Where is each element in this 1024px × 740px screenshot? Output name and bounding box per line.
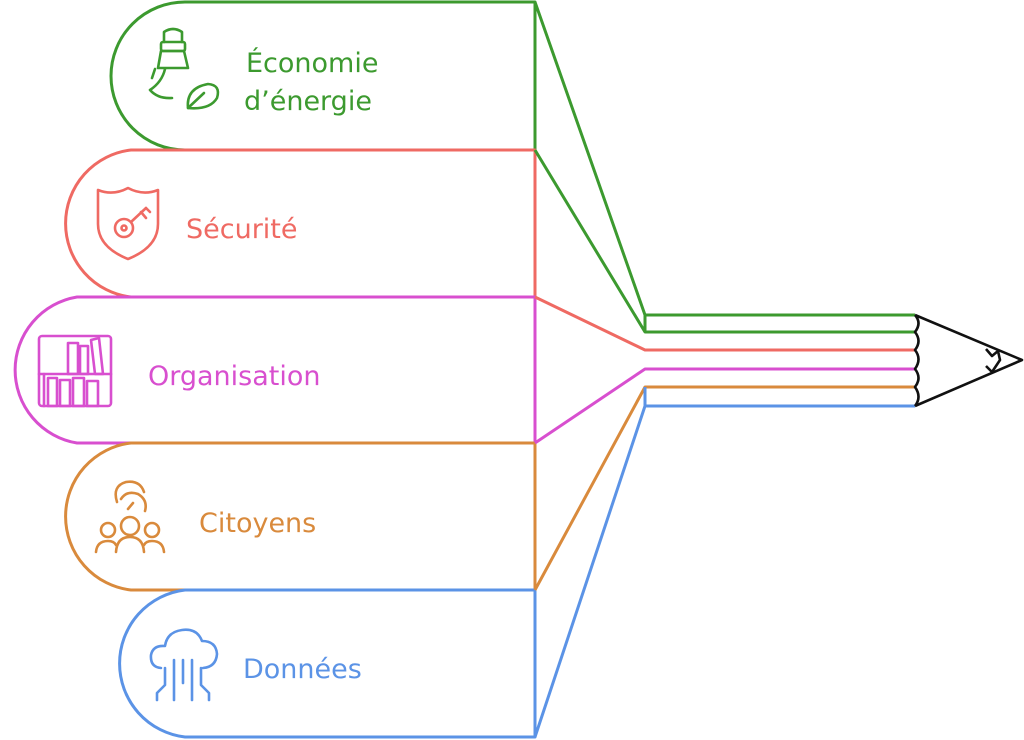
band-organisation [13,295,537,445]
bookshelf-icon [37,334,113,408]
connector-energy [533,1,915,317]
data-label: Données [243,654,362,685]
band-security [64,148,537,299]
shield-key-icon [96,186,160,261]
connector-energy-2 [533,149,915,334]
connector-organisation [534,367,915,445]
connector-security [534,295,915,352]
connector-data [533,404,915,738]
people-hand-icon [94,480,166,554]
band-data [118,588,537,739]
band-citizens [64,441,537,592]
energy-label-line2: d’énergie [244,86,372,117]
connector-citizens [533,385,915,591]
security-label: Sécurité [186,214,298,245]
organisation-label: Organisation [148,361,321,392]
band-energy [109,0,537,152]
cloud-circuit-icon [149,628,219,702]
lightbulb-leaf-icon [148,27,220,110]
energy-label-line1: Économie [246,48,379,79]
citizens-label: Citoyens [199,508,317,539]
pencil-tip [913,313,1024,408]
